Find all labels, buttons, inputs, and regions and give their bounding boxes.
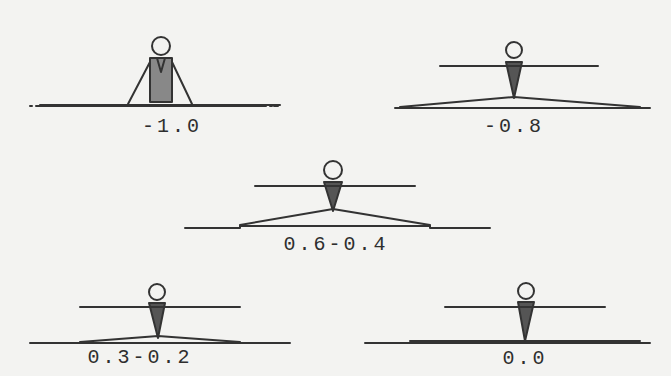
split-figure (395, 42, 650, 108)
score-label: 0.0 (500, 348, 549, 370)
split-figure (185, 161, 490, 228)
split-figure (365, 283, 650, 343)
split-figure (30, 37, 290, 106)
split-figure (30, 284, 290, 343)
score-label: -1.0 (140, 116, 204, 138)
score-label: -0.8 (482, 116, 546, 138)
score-label: 0.6-0.4 (281, 234, 390, 256)
score-label: 0.3-0.2 (85, 347, 194, 369)
